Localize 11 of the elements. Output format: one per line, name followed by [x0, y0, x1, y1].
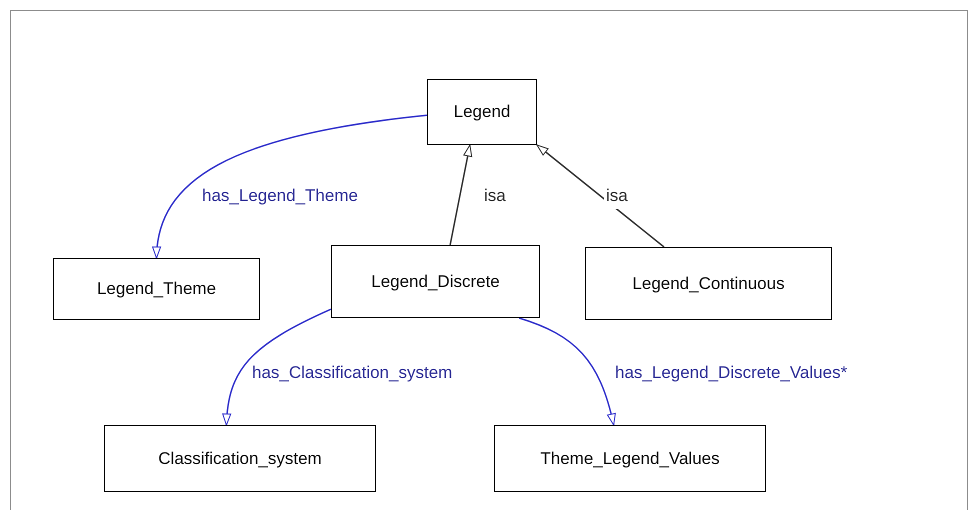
arrow: [222, 308, 332, 426]
class-box: Classification_system: [104, 425, 376, 492]
arrow: [152, 114, 428, 258]
class-box: Theme_Legend_Values: [494, 425, 766, 492]
class-box: Legend: [427, 79, 537, 145]
class-box: Legend_Discrete: [331, 245, 540, 318]
class-box: Legend_Theme: [53, 258, 260, 320]
arrow: [536, 144, 665, 248]
class-box: Legend_Continuous: [585, 247, 832, 320]
arrow: [518, 317, 616, 426]
arrow: [449, 144, 472, 246]
